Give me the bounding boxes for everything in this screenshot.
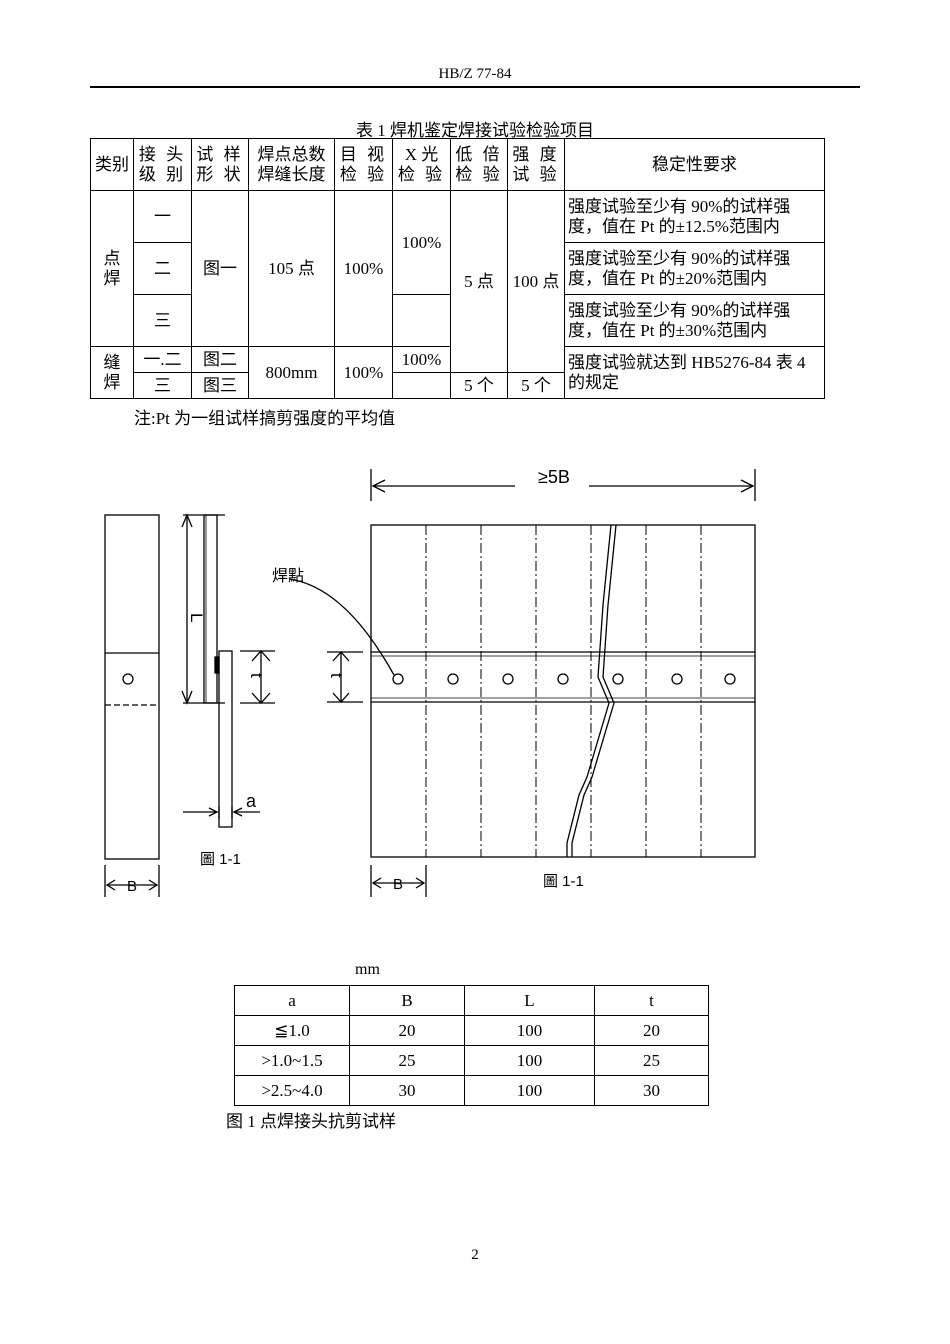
table-row: 点焊 一 图一 105 点 100% 100% 5 点 100 点 强度试验至少…: [90, 190, 825, 373]
thickness-label: a: [246, 791, 257, 811]
cell-xray: 100%: [392, 346, 451, 373]
table1-note: 注:Pt 为一组试样搞剪强度的平均值: [134, 409, 396, 428]
cell-L: 100: [464, 1075, 595, 1106]
table-row: >1.0~1.5 25 100 25: [234, 1045, 709, 1076]
cell-visual: 100%: [334, 346, 393, 399]
side-view-plate: [104, 514, 160, 860]
cell-level: 一.二: [133, 346, 192, 373]
cell-L: 100: [464, 1015, 595, 1046]
th-strength: 强 度试 验: [507, 138, 565, 191]
width-label: B: [393, 876, 403, 893]
th-visual: 目 视检 验: [334, 138, 393, 191]
figure-label: 圖 1-1: [200, 851, 241, 868]
width-label: B: [127, 878, 137, 895]
length-label: L: [187, 613, 206, 622]
figure-caption: 图 1 点焊接头抗剪试样: [226, 1112, 396, 1131]
table1-caption: 表 1 焊机鉴定焊接试验检验项目: [356, 121, 594, 140]
cell-xray-empty: [392, 294, 451, 347]
cell-t: 20: [594, 1015, 709, 1046]
cell-shape: 图二: [191, 346, 249, 373]
table-row: 三 强度试验至少有 90%的试样强度，值在 Pt 的±30%范围内: [91, 294, 825, 347]
cell-t: 30: [594, 1075, 709, 1106]
overall-width-label: ≥5B: [538, 467, 570, 487]
cell-lowmag: 5 点: [450, 190, 508, 373]
th-xray: X 光检 验: [392, 138, 451, 191]
page-number: 2: [471, 1247, 479, 1263]
cell-strength: 100 点: [507, 190, 565, 373]
cell-a: ≦1.0: [234, 1015, 350, 1046]
table1-header-row: 类别 接 头级 别 试 样形 状 焊点总数焊缝长度 目 视检 验 X 光检 验 …: [90, 138, 825, 191]
specimen-drawing: ≥5B 焊點 L t t a B B 圖 1-1 圖 1-1: [104, 467, 756, 897]
th-t: t: [594, 985, 709, 1016]
th-total: 焊点总数焊缝长度: [248, 138, 335, 191]
table2-unit: mm: [355, 961, 380, 978]
th-joint-level: 接 头级 别: [133, 138, 192, 191]
running-header: HB/Z 77-84: [438, 66, 512, 82]
cell-visual: 100%: [334, 190, 393, 347]
front-view-plate: [288, 524, 756, 858]
weld-point-label: 焊點: [272, 567, 304, 585]
cell-seam-category: 缝焊: [90, 346, 134, 399]
width-dimension-left: [104, 865, 160, 897]
header-rule: [90, 86, 860, 88]
figure-label: 圖 1-1: [543, 873, 584, 890]
cell-level: 三: [133, 294, 192, 347]
cell-L: 100: [464, 1045, 595, 1076]
cell-B: 30: [349, 1075, 465, 1106]
cell-total: 105 点: [248, 190, 335, 347]
th-B: B: [349, 985, 465, 1016]
cell-xray-empty: [392, 372, 451, 399]
section-view: [181, 513, 275, 828]
cell-B: 25: [349, 1045, 465, 1076]
overlap-label: t: [327, 673, 346, 678]
cell-a: >2.5~4.0: [234, 1075, 350, 1106]
cell-requirement: 强度试验至少有 90%的试样强度，值在 Pt 的±30%范围内: [564, 294, 825, 347]
inspection-items-table: 类别 接 头级 别 试 样形 状 焊点总数焊缝长度 目 视检 验 X 光检 验 …: [90, 138, 825, 399]
table-row: >2.5~4.0 30 100 30: [234, 1075, 709, 1106]
th-a: a: [234, 985, 350, 1016]
cell-strength: 5 个: [507, 372, 565, 399]
cell-requirement: 强度试验至少有 90%的试样强度，值在 Pt 的±20%范围内: [564, 242, 825, 295]
cell-level: 三: [133, 372, 192, 399]
cell-total: 800mm: [248, 346, 335, 399]
cell-level: 一: [133, 190, 192, 243]
cell-level: 二: [133, 242, 192, 295]
cell-xray: 100%: [392, 190, 451, 295]
cell-spot-category: 点焊: [90, 190, 134, 347]
table-row: ≦1.0 20 100 20: [234, 1015, 709, 1046]
overlap-label: t: [247, 673, 266, 678]
cell-lowmag: 5 个: [450, 372, 508, 399]
th-lowmag: 低 倍检 验: [450, 138, 508, 191]
table2-header-row: a B L t: [234, 985, 709, 1016]
pitch-dimension: [370, 865, 427, 897]
cell-requirement: 强度试验至少有 90%的试样强度，值在 Pt 的±12.5%范围内: [564, 190, 825, 243]
table-row: 缝焊 一.二 图二 800mm 100% 100% 强度试验就达到 HB5276…: [90, 346, 825, 399]
table-row: 二 强度试验至少有 90%的试样强度，值在 Pt 的±20%范围内: [91, 242, 825, 295]
cell-requirement: 强度试验就达到 HB5276-84 表 4 的规定: [564, 346, 825, 399]
cell-shape: 图三: [191, 372, 249, 399]
cell-shape: 图一: [191, 190, 249, 347]
th-category: 类别: [90, 138, 134, 191]
dimension-table: a B L t ≦1.0 20 100 20 >1.0~1.5 25 100 2…: [234, 985, 709, 1106]
cell-t: 25: [594, 1045, 709, 1076]
cell-B: 20: [349, 1015, 465, 1046]
overall-width-dimension: [370, 469, 756, 501]
th-stability: 稳定性要求: [564, 138, 825, 191]
th-specimen-shape: 试 样形 状: [191, 138, 249, 191]
table-row: 三 图三 5 个 5 个: [91, 372, 825, 399]
cell-a: >1.0~1.5: [234, 1045, 350, 1076]
th-L: L: [464, 985, 595, 1016]
